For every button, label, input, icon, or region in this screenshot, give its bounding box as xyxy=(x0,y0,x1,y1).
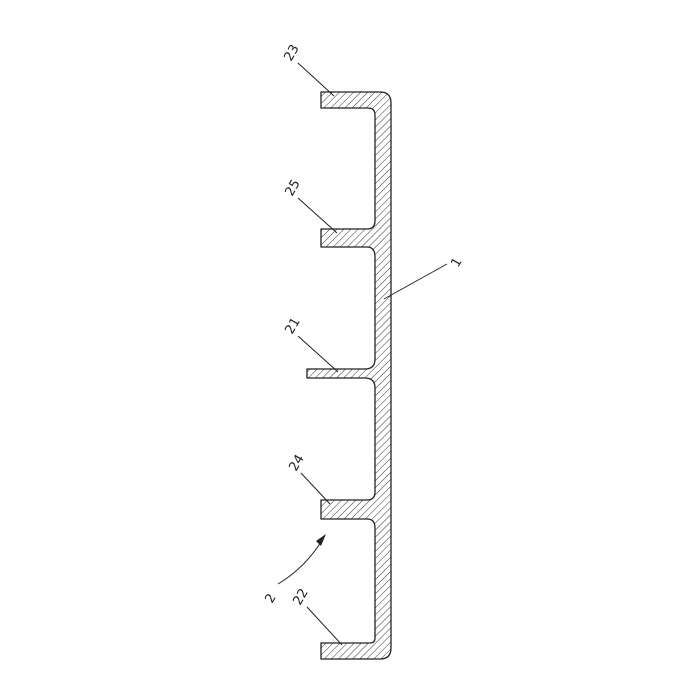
leader-21 xyxy=(297,335,339,373)
leader-22 xyxy=(306,606,343,646)
label-1: 1 xyxy=(448,255,465,270)
label-25: 25 xyxy=(282,177,303,199)
label-24: 24 xyxy=(286,452,307,474)
leader-25 xyxy=(297,197,338,234)
label-23: 23 xyxy=(281,42,302,64)
label-22: 22 xyxy=(290,586,311,608)
label-21: 21 xyxy=(282,315,303,337)
arrow-2-head xyxy=(316,534,326,546)
leader-1 xyxy=(383,263,448,300)
arrow-2 xyxy=(277,538,324,585)
leader-23 xyxy=(297,62,335,97)
leader-24 xyxy=(300,472,331,505)
label-2: 2 xyxy=(262,591,279,606)
profile-body xyxy=(306,91,392,660)
